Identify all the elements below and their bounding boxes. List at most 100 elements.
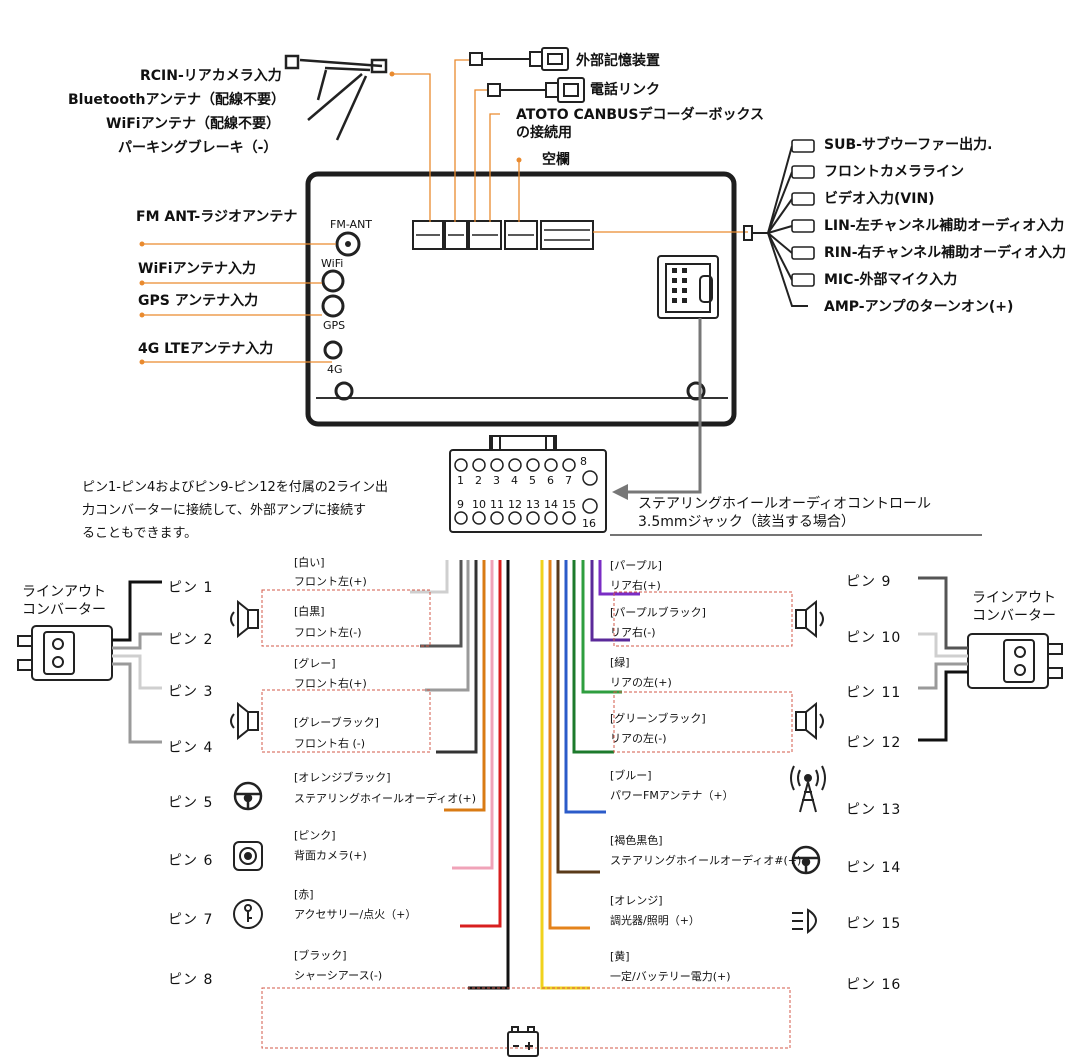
pin-6: ピン 6	[168, 853, 214, 869]
pin-1-color: [白い]	[294, 556, 325, 569]
pin-2: ピン 2	[168, 632, 214, 648]
pin-num: 9	[457, 498, 464, 511]
pin-12-func: リアの左(-)	[610, 732, 667, 745]
label-lte-in: 4G LTEアンテナ入力	[138, 341, 274, 357]
pin-5-func: ステアリングホイールオーディオ(+)	[294, 792, 477, 805]
pin-9: ピン 9	[846, 574, 892, 590]
rcin-cable-bundle	[284, 54, 388, 141]
pin-14-func: ステアリングホイールオーディオ#(+)	[610, 854, 802, 867]
converter-right-label-1: ラインアウト	[972, 590, 1056, 606]
pin-num: 8	[580, 455, 587, 468]
note-line-3: ることもできます。	[82, 526, 198, 541]
pin-1-func: フロント左(+)	[294, 575, 367, 588]
pin-13: ピン 13	[846, 802, 902, 818]
battery-icon	[507, 1026, 539, 1057]
pin-num: 6	[547, 474, 554, 487]
pin-3: ピン 3	[168, 684, 214, 700]
pin-7-color: [赤]	[294, 888, 314, 901]
pin-15: ピン 15	[846, 916, 902, 932]
label-canbus-2: の接続用	[516, 125, 572, 141]
pin-8-func: シャーシアース(-)	[294, 969, 383, 982]
pin-num: 5	[529, 474, 536, 487]
ignition-key-icon	[233, 899, 263, 929]
iso-connector-pinout	[449, 435, 607, 533]
speaker-icon-front-right	[230, 701, 259, 741]
pin-10-color: [パープルブラック]	[610, 606, 706, 619]
label-gps-in: GPS アンテナ入力	[138, 293, 259, 309]
pin-14: ピン 14	[846, 860, 902, 876]
pin-4: ピン 4	[168, 740, 214, 756]
headlight-icon	[792, 908, 817, 935]
steering-note-2: 3.5mmジャック（該当する場合）	[638, 514, 855, 530]
label-front-camera: フロントカメラライン	[824, 164, 964, 180]
pin-2-func: フロント左(-)	[294, 626, 362, 639]
pin-4-color: [グレーブラック]	[294, 716, 379, 729]
note-line-1: ピン1-ピン4およびピン9-ピン12を付属の2ライン出	[82, 480, 389, 495]
pin-6-color: [ピンク]	[294, 829, 336, 842]
pin-13-color: [ブルー]	[610, 769, 652, 782]
iso-pin-holes	[454, 458, 598, 525]
pin-5: ピン 5	[168, 795, 214, 811]
pin-8-color: [ブラック]	[294, 949, 347, 962]
pin-num: 16	[582, 517, 596, 530]
pin-num: 7	[565, 474, 572, 487]
speaker-icon-rear-right	[795, 599, 824, 639]
label-wifi-in: WiFiアンテナ入力	[138, 261, 257, 277]
label-parking-brake: パーキングブレーキ（-）	[118, 140, 278, 156]
converter-left-label-1: ラインアウト	[22, 584, 106, 600]
pin-8: ピン 8	[168, 972, 214, 988]
pin-11: ピン 11	[846, 685, 902, 701]
converter-left-wires	[112, 580, 162, 744]
lineout-converter-right	[967, 633, 1063, 689]
wifi-port	[321, 269, 345, 293]
converter-right-label-2: コンバーター	[972, 608, 1056, 624]
label-sub-out: SUB-サブウーファー出力.	[824, 137, 993, 153]
pin-num: 13	[526, 498, 540, 511]
pin-16-func: 一定/バッテリー電力(+)	[610, 970, 731, 983]
pin-num: 15	[562, 498, 576, 511]
port-label-gps: GPS	[323, 319, 346, 332]
antenna-icon	[790, 765, 826, 813]
pin-9-func: リア右(+)	[610, 579, 661, 592]
pin-16: ピン 16	[846, 977, 902, 993]
label-phone-link: 電話リンク	[590, 82, 660, 98]
pin-num: 11	[490, 498, 504, 511]
steering-wheel-icon-right	[791, 845, 821, 875]
pin-11-color: [緑]	[610, 656, 630, 669]
label-wifi-antenna: WiFiアンテナ（配線不要）	[106, 116, 281, 132]
steering-arrow	[622, 318, 702, 494]
label-video-in: ビデオ入力(VIN)	[824, 191, 935, 207]
pin-10: ピン 10	[846, 630, 902, 646]
speaker-dash-loops	[261, 589, 793, 1049]
camera-icon	[233, 841, 263, 871]
storage-connector	[469, 47, 569, 71]
pin-15-func: 調光器/照明（+）	[610, 914, 700, 927]
pin-num: 3	[493, 474, 500, 487]
pin-7: ピン 7	[168, 912, 214, 928]
port-label-fm: FM-ANT	[330, 218, 373, 231]
label-fm-ant: FM ANT-ラジオアンテナ	[136, 209, 298, 225]
port-label-wifi: WiFi	[321, 257, 344, 270]
label-blank: 空欄	[542, 152, 570, 168]
converter-left-label-2: コンバーター	[22, 602, 106, 618]
pin-3-color: [グレー]	[294, 657, 336, 670]
pin-3-func: フロント右(+)	[294, 677, 367, 690]
rca-fan-cables	[743, 145, 808, 307]
pin-num: 14	[544, 498, 558, 511]
label-rin: RIN-右チャンネル補助オーディオ入力	[824, 245, 1067, 261]
converter-right-wires	[918, 576, 968, 742]
pin-7-func: アクセサリー/点火（+）	[294, 908, 417, 921]
fm-ant-port	[335, 231, 361, 257]
head-unit-body	[305, 171, 737, 427]
steering-wheel-icon-left	[233, 781, 263, 811]
label-mic: MIC-外部マイク入力	[824, 272, 958, 288]
note-line-2: 力コンバーターに接続して、外部アンプに接続す	[82, 503, 367, 518]
mount-screw-left	[334, 381, 354, 401]
iso-connector-unit	[657, 255, 719, 319]
pin-num: 12	[508, 498, 522, 511]
left-harness	[410, 560, 510, 990]
pin-13-func: パワーFMアンテナ（+）	[610, 789, 734, 802]
steering-note-1: ステアリングホイールオーディオコントロール	[638, 496, 932, 512]
pin-num: 10	[472, 498, 486, 511]
